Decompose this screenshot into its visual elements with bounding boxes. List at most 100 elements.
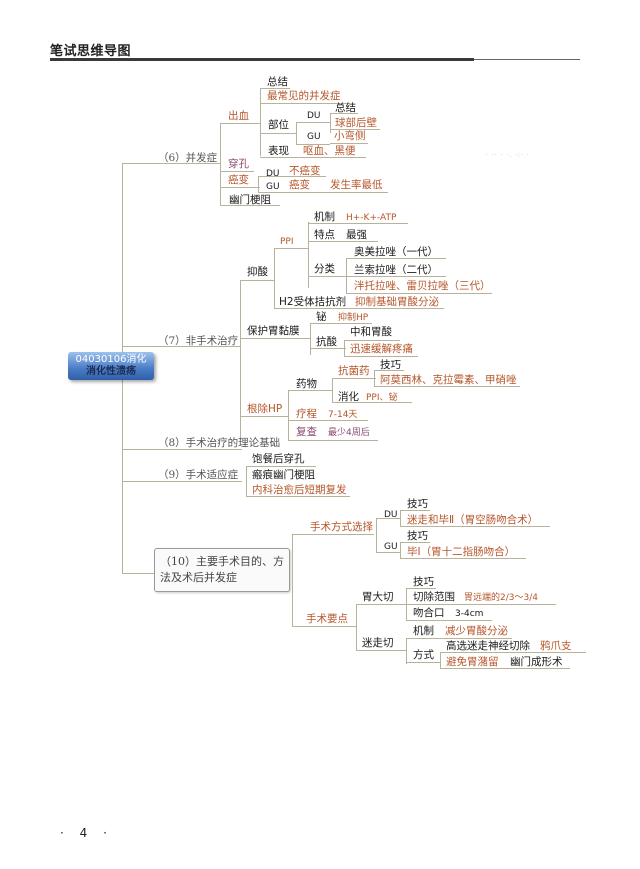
node-cancer-gu-val[interactable]: 癌变 [289,179,310,191]
connector [346,293,492,294]
node-gastrectomy[interactable]: 胃大切 [362,591,394,603]
node-v-avoid-val[interactable]: 幽门成形术 [510,656,563,668]
node-bleeding[interactable]: 出血 [228,110,249,122]
node-summary[interactable]: 总结 [267,76,288,88]
node-digest[interactable]: 消化 [338,391,359,403]
node-antacid[interactable]: 抗酸 [316,336,337,348]
branch-6-complications[interactable]: （6）并发症 [158,152,218,164]
branch-10-surgery[interactable]: （10）主要手术目的、方 法及术后并发症 [154,548,290,592]
node-obstruction[interactable]: 幽门梗阻 [229,194,271,206]
node-v-hsv-val[interactable]: 鸦爪支 [540,640,572,652]
branch-7-nonsurgical[interactable]: （7）非手术治疗 [158,335,239,347]
node-course[interactable]: 疗程 [296,408,317,420]
node-class[interactable]: 分类 [314,263,335,275]
connector [260,88,290,89]
node-antacid-2[interactable]: 迅速缓解疼痛 [350,343,413,355]
node-g-anastomosis[interactable]: 吻合口 [413,607,445,619]
node-gu-val[interactable]: 毕Ⅰ（胃十二指肠吻合） [407,546,516,558]
node-cancer-gu-note[interactable]: 发生率最低 [330,179,383,191]
node-gu-site[interactable]: 小弯侧 [334,130,366,142]
node-vagotomy[interactable]: 迷走切 [362,637,394,649]
node-manifest[interactable]: 表现 [268,145,289,157]
node-recheck[interactable]: 复查 [296,426,317,438]
node-bismuth[interactable]: 铋 [316,311,327,323]
node-h2[interactable]: H2受体拮抗剂 [279,296,347,308]
connector [260,157,366,158]
header-divider [50,58,474,61]
node-du-choice[interactable]: DU [384,510,398,520]
node-key-points[interactable]: 手术要点 [306,613,348,625]
connector [374,386,520,387]
node-g-anastomosis-val[interactable]: 3-4cm [455,609,484,619]
node-g-skill[interactable]: 技巧 [413,576,434,588]
connector [274,308,444,309]
node-v-mechanism[interactable]: 机制 [413,625,434,637]
node-method-choice[interactable]: 手术方式选择 [310,521,373,533]
connector [330,129,380,130]
node-g-range-val[interactable]: 胃远端的2/3～3/4 [464,593,538,603]
node-h2-val[interactable]: 抑制基础胃酸分泌 [355,296,439,308]
node-drugs[interactable]: 药物 [296,378,317,390]
node-mechanism-val[interactable]: H+-K+-ATP [346,213,397,223]
node-gu-choice[interactable]: GU [384,542,398,552]
node-gu[interactable]: GU [307,132,321,142]
node-eradicate-hp[interactable]: 根除HP [247,403,283,415]
node-indication-1[interactable]: 饱餐后穿孔 [252,453,305,465]
node-du-val[interactable]: 迷走和毕Ⅱ（胃空肠吻合术） [407,514,539,526]
node-indication-2[interactable]: 瘢痕幽门梗阻 [252,469,315,481]
node-acid-suppression[interactable]: 抑酸 [247,266,268,278]
node-antibiotic[interactable]: 抗菌药 [338,365,370,377]
connector [288,390,289,440]
node-feature[interactable]: 特点 [314,229,335,241]
node-cancer-gu[interactable]: GU [266,182,280,192]
node-most-common[interactable]: 最常见的并发症 [267,90,341,102]
node-digest-val[interactable]: PPI、铋 [366,393,398,403]
connector [376,518,377,552]
connector [220,123,260,124]
node-g-range[interactable]: 切除范围 [413,591,455,603]
node-v-avoid[interactable]: 避免胃潴留 [446,656,499,668]
node-indication-3[interactable]: 内科治愈后短期复发 [252,484,347,496]
node-antacid-1[interactable]: 中和胃酸 [350,326,392,338]
node-du-site[interactable]: 球部后壁 [335,117,377,129]
node-gu-skill[interactable]: 技巧 [407,530,428,542]
node-cancer[interactable]: 癌变 [228,174,249,186]
node-v-hsv[interactable]: 高选迷走神经切除 [446,640,530,652]
node-recheck-val[interactable]: 最少4周后 [328,428,370,438]
node-mechanism[interactable]: 机制 [314,211,335,223]
node-v-mechanism-val[interactable]: 减少胃酸分泌 [445,625,508,637]
node-site[interactable]: 部位 [268,119,289,131]
node-bismuth-val[interactable]: 抑制HP [338,313,369,323]
node-du[interactable]: DU [307,111,321,121]
connector [376,518,400,519]
node-manifest-val[interactable]: 呕血、黑便 [303,145,356,157]
node-cancer-du[interactable]: DU [266,169,280,179]
node-perforation[interactable]: 穿孔 [228,158,249,170]
connector [258,192,388,193]
node-du-skill[interactable]: 技巧 [407,498,428,510]
branch-8-surgical-basis[interactable]: （8）手术治疗的理论基础 [158,437,281,449]
connector [346,258,446,259]
node-du-summary[interactable]: 总结 [335,102,356,114]
node-feature-val[interactable]: 最强 [346,229,367,241]
node-antibiotic-list[interactable]: 阿莫西林、克拉霉素、甲硝唑 [380,374,517,386]
node-cancer-du-val[interactable]: 不癌变 [289,165,321,177]
node-course-val[interactable]: 7-14天 [328,410,358,420]
node-class-1[interactable]: 奥美拉唑（一代） [354,246,438,258]
node-v-method[interactable]: 方式 [413,649,434,661]
node-class-3[interactable]: 泮托拉唑、雷贝拉唑（三代） [354,280,491,292]
connector [346,276,446,277]
root-node[interactable]: 04030106消化 消化性溃疡 [68,352,154,380]
connector [400,542,430,543]
connector [258,176,259,192]
connector [400,542,401,558]
page-number: · 4 · [60,826,113,840]
node-skill[interactable]: 技巧 [380,359,401,371]
branch-9-indications[interactable]: （9）手术适应症 [158,469,239,481]
node-ppi[interactable]: PPI [280,237,294,247]
connector [282,176,326,177]
connector [220,171,254,172]
node-protect-mucosa[interactable]: 保护胃黏膜 [247,325,300,337]
node-class-2[interactable]: 兰索拉唑（二代） [354,264,438,276]
connector [296,144,330,145]
